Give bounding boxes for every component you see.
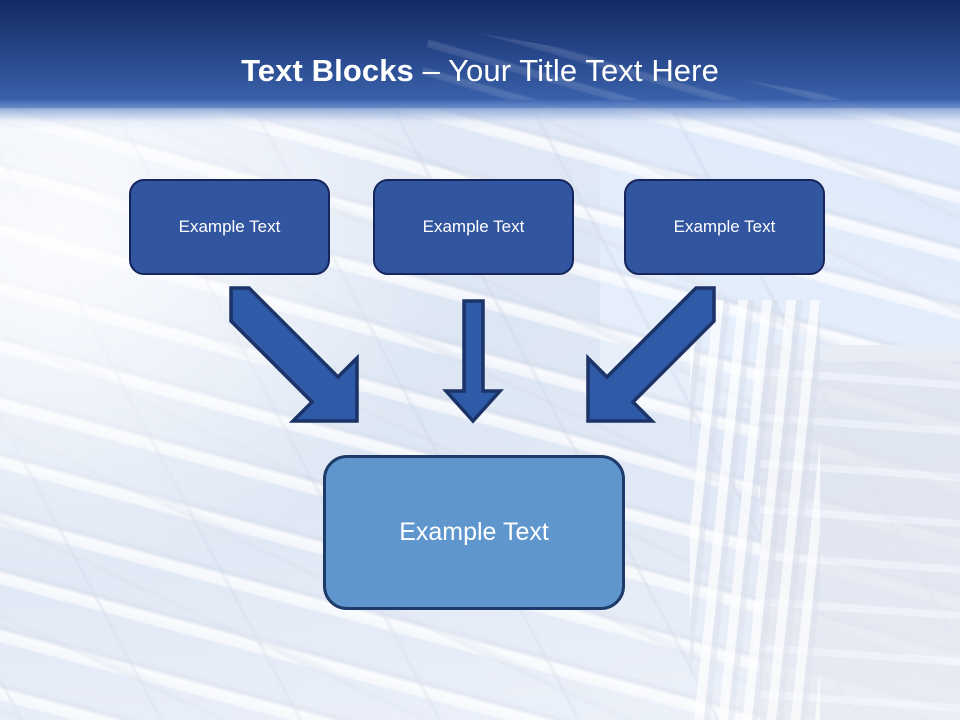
title-banner (0, 0, 960, 108)
banner-bottom-fade (0, 100, 960, 130)
text-block-3-label: Example Text (673, 217, 776, 236)
page-title-light: Your Title Text Here (448, 53, 719, 88)
text-block-2[interactable]: Example Text (373, 179, 574, 275)
page-title: Text Blocks – Your Title Text Here (0, 52, 960, 90)
text-block-1-label: Example Text (178, 217, 281, 236)
text-block-result-label: Example Text (399, 518, 549, 546)
text-block-1[interactable]: Example Text (129, 179, 330, 275)
text-block-2-label: Example Text (422, 217, 525, 236)
background-building-parapet (790, 345, 960, 361)
text-block-result[interactable]: Example Text (323, 455, 625, 610)
text-block-3[interactable]: Example Text (624, 179, 825, 275)
page-title-strong: Text Blocks (241, 53, 414, 88)
page-title-separator: – (413, 53, 449, 88)
